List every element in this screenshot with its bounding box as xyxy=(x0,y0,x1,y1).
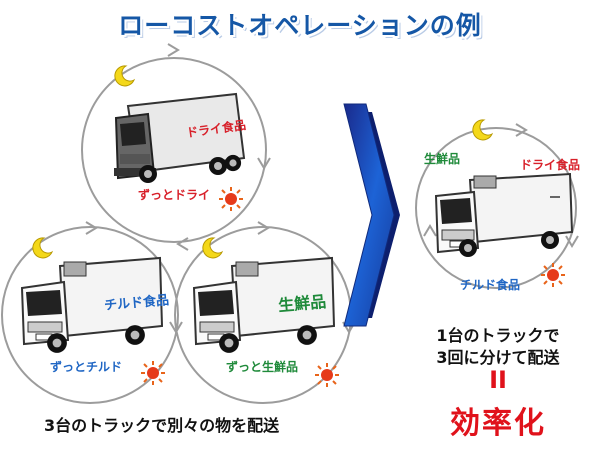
cycle-arrow-icon xyxy=(415,127,577,289)
right-caption-line2: 3回に分けて配送 xyxy=(436,348,560,367)
truck-icon xyxy=(20,256,164,353)
page-title: ローコストオペレーションの例 xyxy=(118,11,482,40)
moon-icon xyxy=(114,65,136,87)
cycle-arrow-icon xyxy=(81,57,267,243)
sun-icon xyxy=(315,363,339,387)
equals-sign: II xyxy=(489,366,507,394)
cycle-arrow-icon xyxy=(1,226,179,404)
sun-icon xyxy=(141,361,165,385)
truck-dry-caption: ずっとドライ xyxy=(138,188,211,202)
moon-icon xyxy=(32,237,54,259)
truck-icon xyxy=(114,92,246,183)
moon-icon xyxy=(202,237,224,259)
truck-fresh-label: 生鮮品 xyxy=(277,291,327,316)
right-caption-line1: 1台のトラックで xyxy=(436,326,560,345)
sun-icon xyxy=(541,263,565,287)
sun-icon xyxy=(219,187,243,211)
combined-chilled-label: チルド食品 xyxy=(460,278,521,292)
truck-chilled-caption: ずっとチルド xyxy=(50,360,123,374)
combined-fresh-label: 生鮮品 xyxy=(424,152,461,166)
truck-icon xyxy=(434,172,574,257)
combined-dry-label: ドライ食品 xyxy=(520,158,581,172)
left-caption: 3台のトラックで別々の物を配送 xyxy=(44,416,280,435)
efficiency-label: 効率化 xyxy=(450,406,546,441)
moon-icon xyxy=(472,119,494,141)
truck-fresh-caption: ずっと生鮮品 xyxy=(226,360,299,374)
big-blue-arrow-icon xyxy=(343,103,400,327)
truck-icon xyxy=(192,256,336,353)
